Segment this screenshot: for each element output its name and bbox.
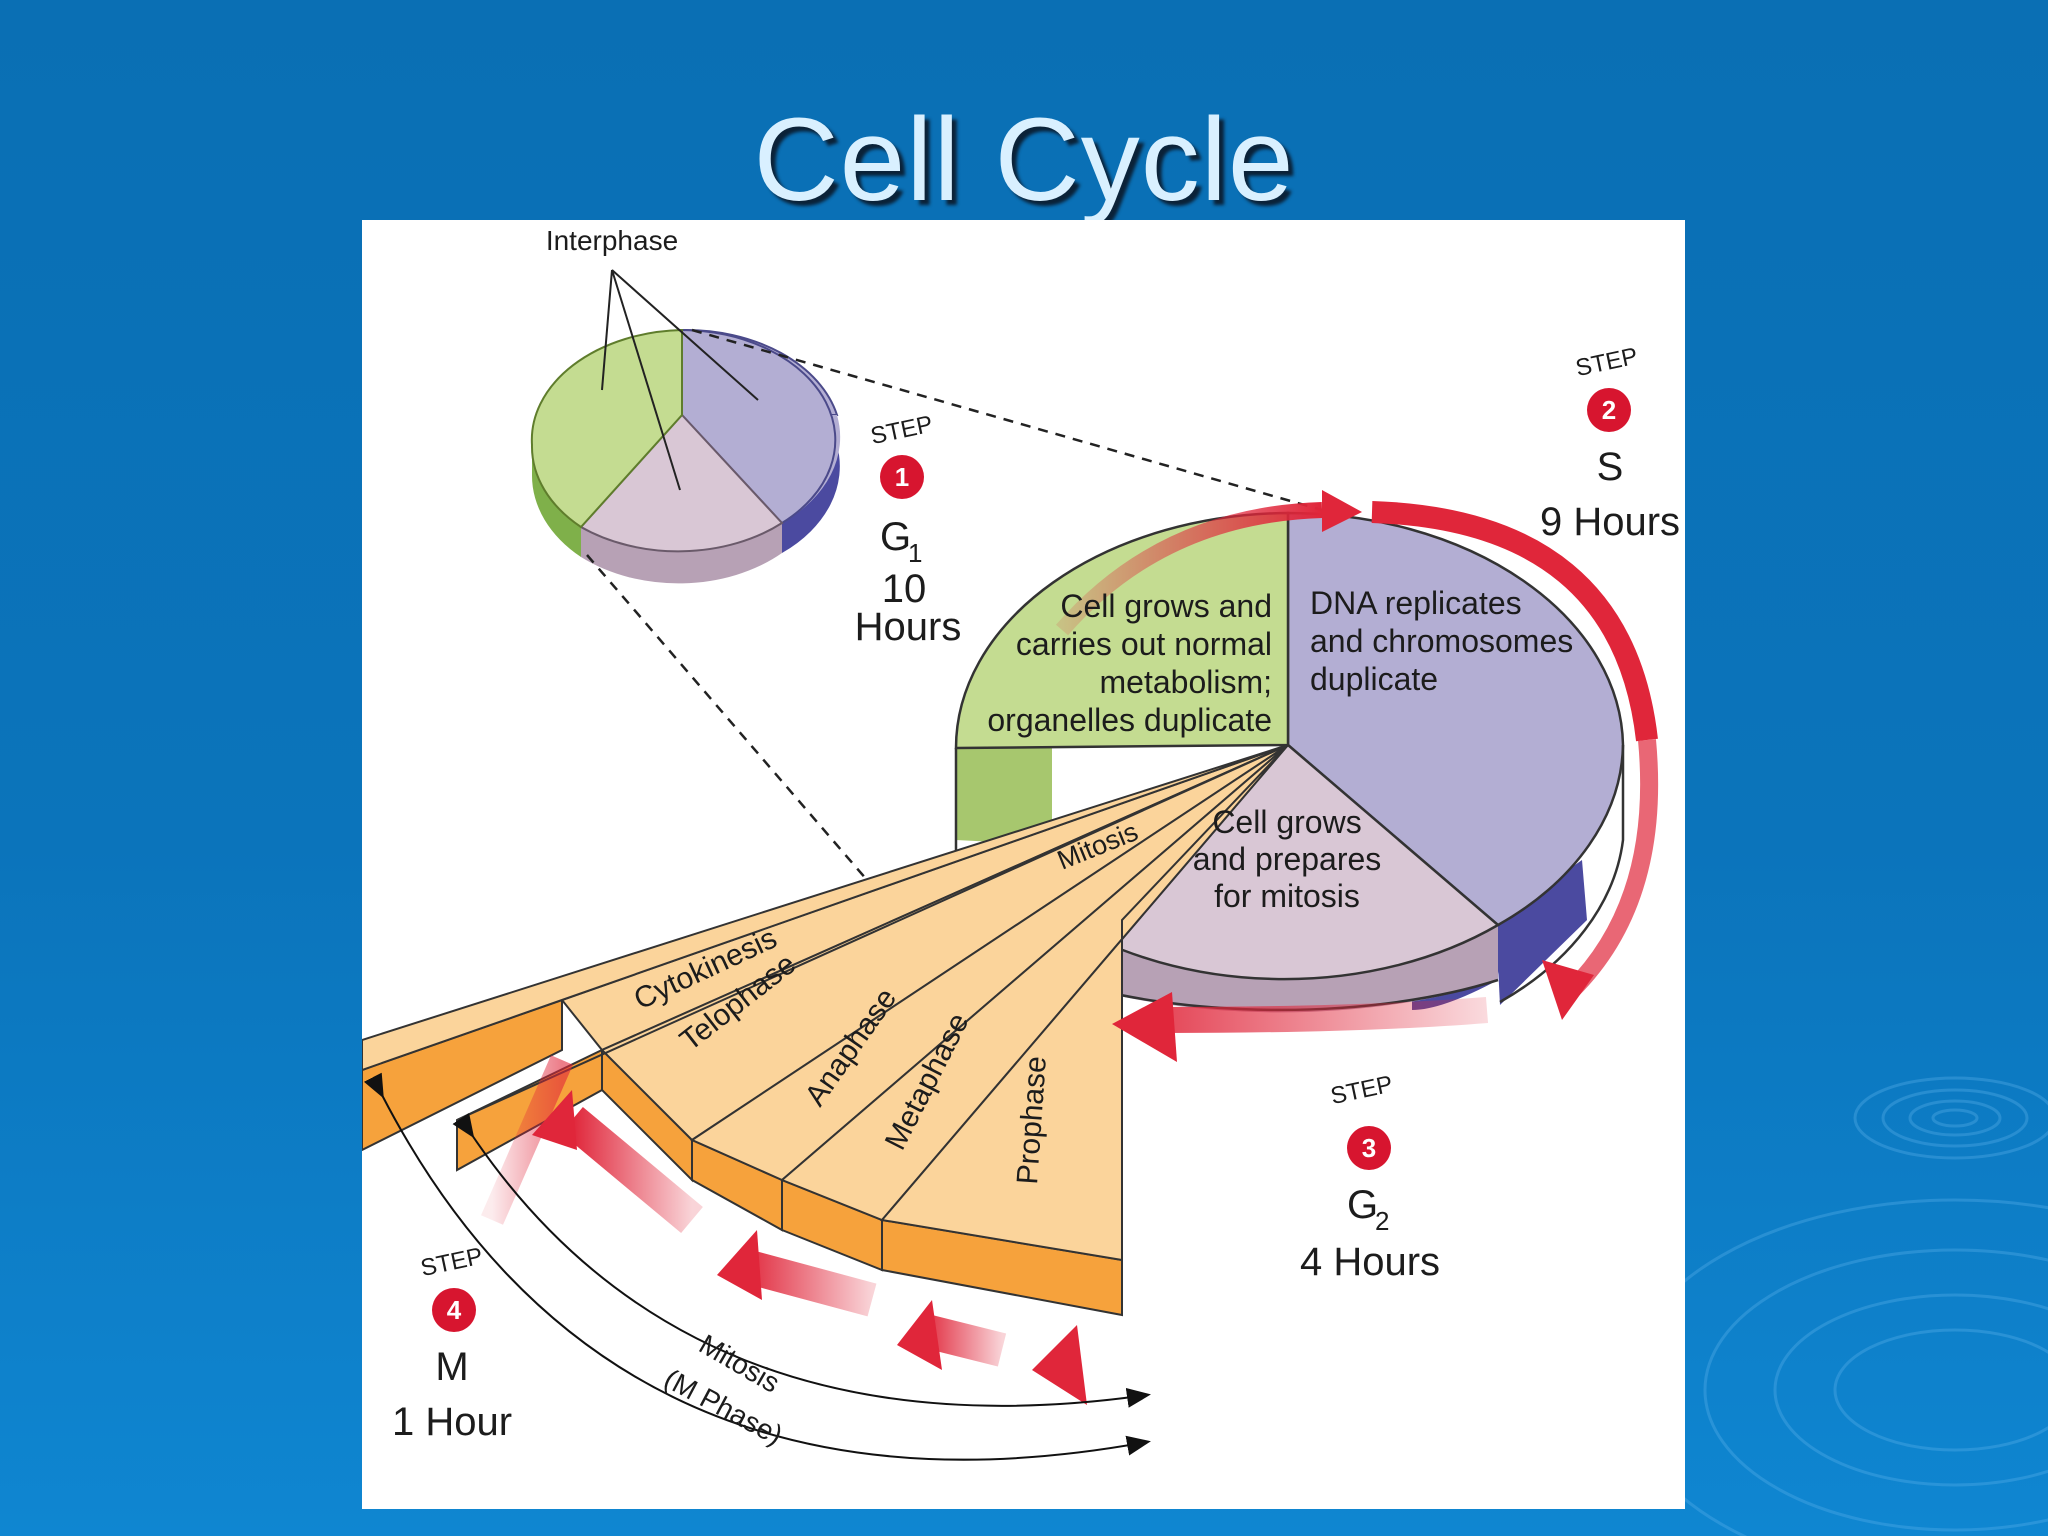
m-phase-arc-inner [452,1112,1151,1408]
step-3-number: 3 [1362,1133,1376,1163]
arrow-m-3-head [717,1230,762,1300]
step-4-word: STEP [418,1243,485,1282]
step-1-word: STEP [868,411,935,450]
g2-desc-line-2: and prepares [1193,841,1382,877]
zoom-line-bottom [586,554,868,881]
step-4-duration: 1 Hour [392,1400,512,1444]
step-1-marker: STEP 1 G 1 10 Hours [855,411,962,649]
step-1-duration-1: 10 [882,567,927,611]
arrow-g1 [1055,502,1323,636]
step-4-badge [432,1288,476,1332]
step-2-number: 2 [1602,395,1616,425]
arrow-g2 [1161,997,1489,1033]
step-3-phase: G [1347,1183,1378,1227]
step-3-marker: STEP 3 G 2 4 Hours [1300,1071,1440,1284]
step-3-subscript: 2 [1375,1206,1389,1236]
s-desc-line-2: and chromosomes [1310,623,1573,659]
slide-title: Cell Cycle [753,94,1295,226]
step-2-duration: 9 Hours [1540,500,1680,544]
g2-description: Cell grows and prepares for mitosis [1193,804,1382,914]
arrow-g2-head [1112,992,1177,1062]
cell-cycle-large-pie [954,511,1625,1013]
step-3-duration: 4 Hours [1300,1240,1440,1284]
cell-cycle-diagram: Interphase [362,220,1685,1509]
interphase-label: Interphase [546,225,678,256]
step-3-word: STEP [1328,1071,1395,1110]
s-desc-line-1: DNA replicates [1310,585,1522,621]
s-description: DNA replicates and chromosomes duplicate [1310,585,1573,697]
step-1-phase: G [880,515,911,559]
step-1-subscript: 1 [908,538,922,568]
step-1-badge [880,455,924,499]
step-4-phase: M [435,1345,468,1389]
g1-desc-line-2: carries out normal [1016,626,1272,662]
arrow-g1-head [1322,490,1362,532]
step-2-word: STEP [1573,343,1640,382]
step-1-number: 1 [895,462,909,492]
g1-desc-line-4: organelles duplicate [987,702,1272,738]
g1-desc-line-3: metabolism; [1100,664,1273,700]
step-4-marker: STEP 4 M 1 Hour [392,1243,512,1444]
step-3-badge [1347,1126,1391,1170]
arrow-s-head [1542,960,1594,1020]
step-4-number: 4 [447,1295,462,1325]
g2-desc-line-1: Cell grows [1212,804,1361,840]
step-2-marker: STEP 2 S 9 Hours [1540,343,1680,544]
s-desc-line-3: duplicate [1310,661,1438,697]
g2-desc-line-3: for mitosis [1214,878,1360,914]
step-1-duration-2: Hours [855,605,962,649]
g1-description: Cell grows and carries out normal metabo… [987,588,1272,738]
step-2-phase: S [1597,445,1624,489]
arrow-s [1371,501,1658,742]
arrow-m-1-head [1032,1325,1087,1405]
g1-desc-line-1: Cell grows and [1060,588,1272,624]
step-2-badge [1587,388,1631,432]
zoom-line-top [691,328,1323,512]
arrow-s-tail [1565,739,1659,997]
interphase-small-pie [530,269,841,584]
arrow-m-2-head [897,1300,942,1370]
